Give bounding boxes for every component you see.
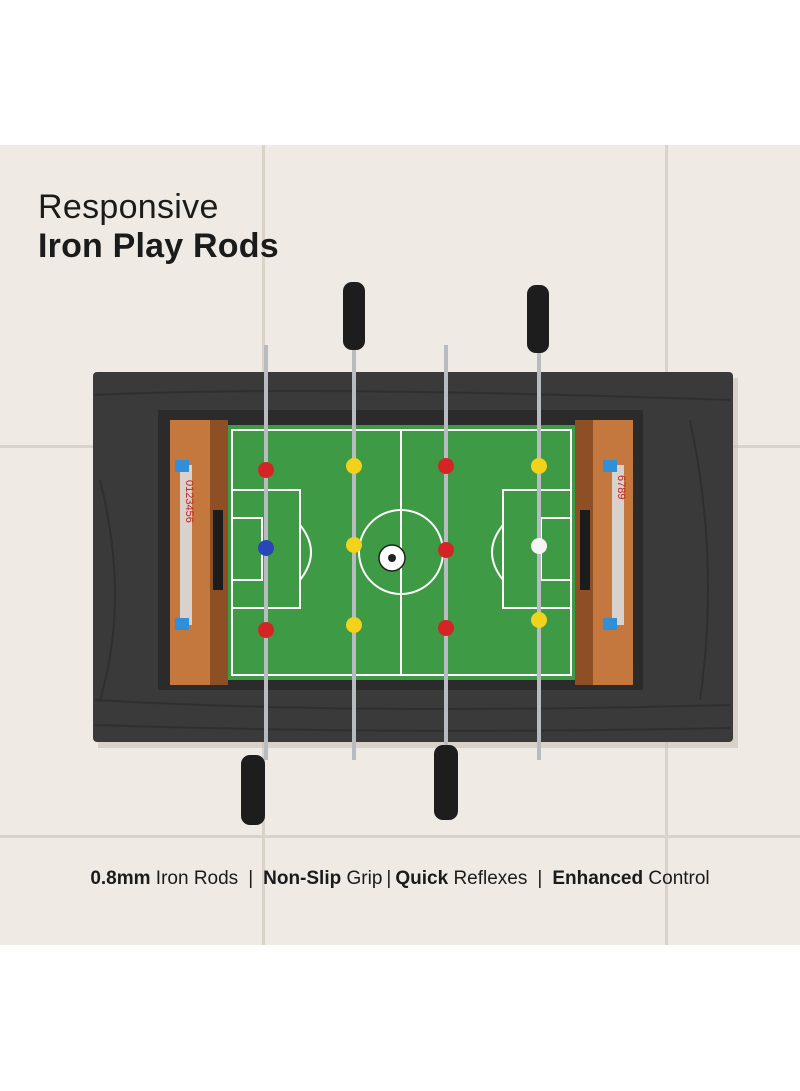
- handle-top-1: [343, 282, 365, 350]
- left-score-cap: [175, 618, 189, 630]
- feature-3-text: Reflexes: [448, 868, 528, 889]
- left-score-digits: 0123456: [183, 480, 195, 523]
- handle-top-2: [527, 285, 549, 353]
- feature-line: 0.8mm Iron Rods|Non-Slip Grip|Quick Refl…: [0, 868, 800, 890]
- left-goal: [213, 510, 223, 590]
- wood-grain: [94, 390, 731, 732]
- feature-4-bold: Enhanced: [552, 868, 644, 889]
- feature-3-bold: Quick: [395, 868, 449, 889]
- feature-2-bold: Non-Slip: [263, 868, 342, 889]
- separator: |: [537, 868, 543, 889]
- handle-bottom-1: [241, 755, 265, 825]
- handle-bottom-2: [434, 745, 458, 820]
- headline: Responsive Iron Play Rods: [38, 188, 279, 266]
- right-score-digits: 6789: [615, 475, 627, 499]
- right-score-cap: [603, 618, 617, 630]
- ball-patch: [388, 554, 396, 562]
- right-score-cap: [603, 460, 617, 472]
- feature-1-bold: 0.8mm: [90, 868, 151, 889]
- tile-grout: [0, 835, 800, 838]
- separator: |: [248, 868, 254, 889]
- separator: |: [386, 868, 392, 889]
- feature-1-text: Iron Rods: [150, 868, 239, 889]
- headline-line-1: Responsive: [38, 188, 219, 226]
- headline-line-2: Iron Play Rods: [38, 227, 279, 266]
- left-score-bar: [180, 465, 192, 625]
- left-score-cap: [175, 460, 189, 472]
- right-goal: [580, 510, 590, 590]
- right-score-bar: [612, 465, 624, 625]
- players: [258, 458, 547, 638]
- feature-4-text: Control: [643, 868, 710, 889]
- rod-handles: [241, 282, 549, 825]
- feature-2-text: Grip: [341, 868, 383, 889]
